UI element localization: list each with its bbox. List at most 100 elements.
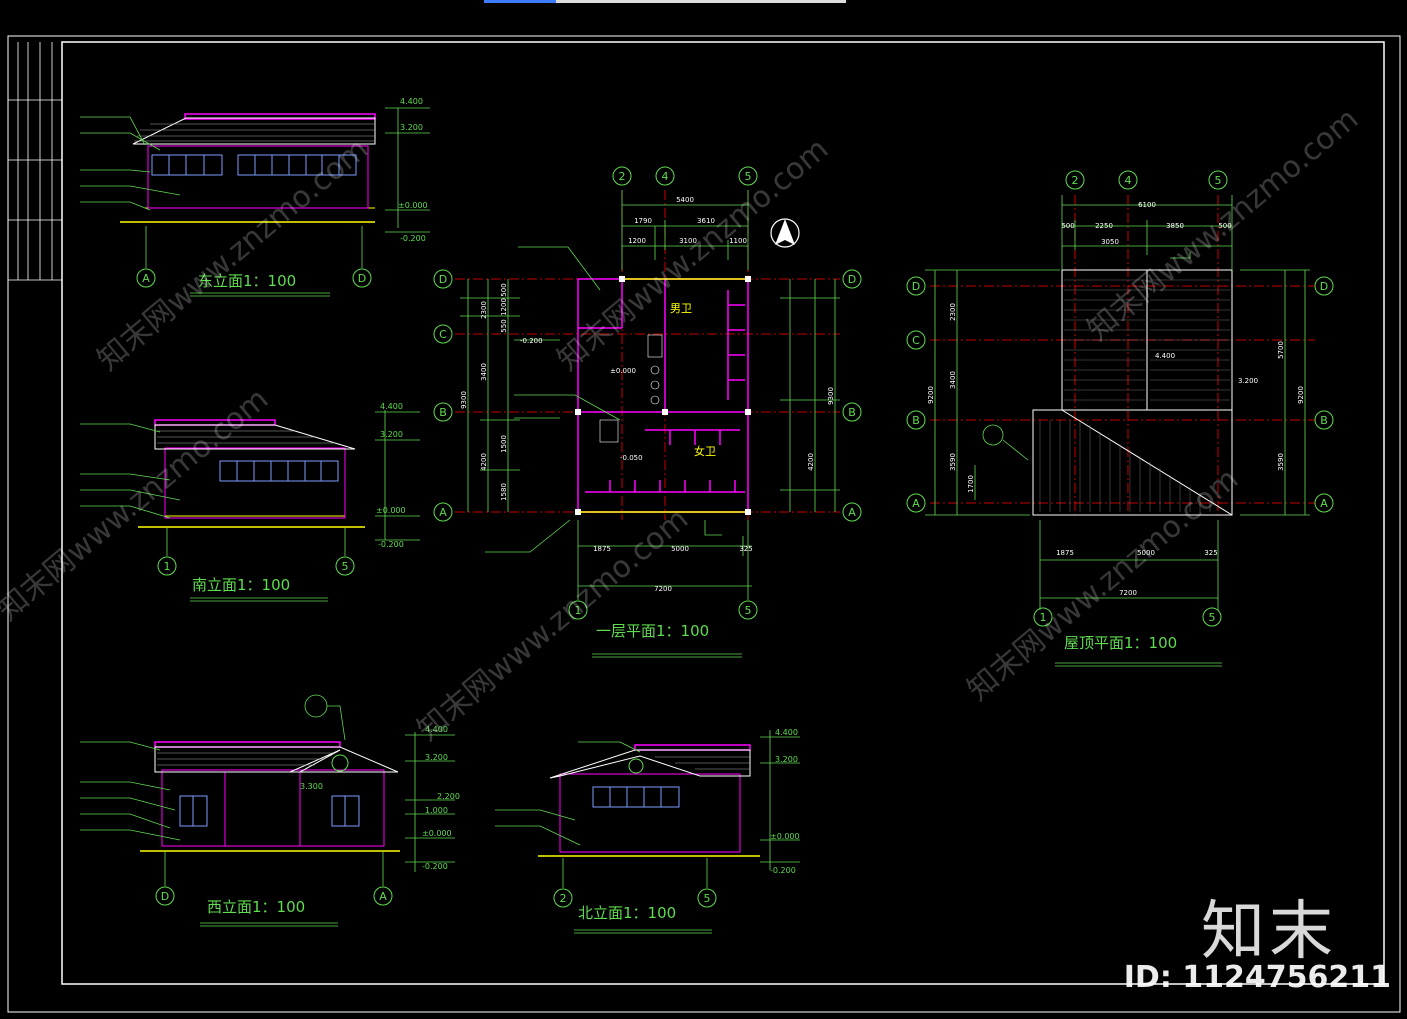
dimension: 3850 bbox=[1166, 222, 1184, 230]
axis-label: A bbox=[848, 506, 856, 519]
dimension: 4200 bbox=[480, 453, 488, 471]
dimension: 1875 bbox=[593, 545, 611, 553]
dimension: 5400 bbox=[676, 196, 694, 204]
roof-plan: 2 4 5 1 5 D C B A D B A 6100 500 2250 38… bbox=[906, 170, 1334, 667]
level-label: 4.400 bbox=[400, 97, 423, 106]
north-elevation: 2 5 4.400 3.200 ±0.000 -0.200 北立面1：100 bbox=[495, 728, 800, 934]
axis-label: D bbox=[358, 272, 366, 285]
axis-label: A bbox=[1320, 497, 1328, 510]
outer-frame bbox=[7, 35, 1401, 1013]
dimension: 5700 bbox=[1277, 341, 1285, 359]
top-bar-accent bbox=[484, 0, 556, 3]
dimension: 3590 bbox=[949, 453, 957, 471]
drawing-title-south: 南立面1：100 bbox=[192, 576, 290, 594]
level-label: 4.400 bbox=[1155, 352, 1175, 360]
axis-label: A bbox=[142, 272, 150, 285]
level-label: 3.300 bbox=[300, 782, 323, 791]
axis-label: 4 bbox=[1125, 174, 1132, 187]
axis-label: 1 bbox=[1040, 611, 1047, 624]
dimension: 7200 bbox=[1119, 589, 1137, 597]
axis-label: 5 bbox=[342, 560, 349, 573]
axis-label: 2 bbox=[1072, 174, 1079, 187]
dimension: 500 bbox=[500, 283, 508, 296]
dimension: 2300 bbox=[949, 303, 957, 321]
level-label: ±0.000 bbox=[422, 829, 452, 838]
drawing-title-roof: 屋顶平面1：100 bbox=[1064, 634, 1177, 652]
dimension: 3590 bbox=[1277, 453, 1285, 471]
level-label: -0.050 bbox=[620, 454, 643, 462]
east-elevation: A D 4.400 3.200 ±0.000 -0.200 东立面1：100 bbox=[80, 97, 430, 297]
dimension: 1790 bbox=[634, 217, 652, 225]
dimension: 550 bbox=[500, 319, 508, 332]
dimension: 3610 bbox=[697, 217, 715, 225]
level-label: 4.400 bbox=[425, 725, 448, 734]
level-label: 3.200 bbox=[400, 123, 423, 132]
level-label: ±0.000 bbox=[770, 832, 800, 841]
axis-label: 4 bbox=[662, 170, 669, 183]
drawing-title-plan1: 一层平面1：100 bbox=[596, 622, 709, 640]
level-label: 4.400 bbox=[775, 728, 798, 737]
level-label: ±0.000 bbox=[398, 201, 428, 210]
dimension: 1580 bbox=[500, 483, 508, 501]
dimension: 1100 bbox=[729, 237, 747, 245]
axis-label: 5 bbox=[745, 170, 752, 183]
dimension: 3400 bbox=[949, 371, 957, 389]
dimension: 1200 bbox=[500, 298, 508, 316]
west-elevation: D A 3.300 4.400 3.200 2.200 1.000 ±0.000… bbox=[80, 694, 460, 927]
level-label: -0.200 bbox=[400, 234, 426, 243]
level-label: ±0.000 bbox=[376, 506, 406, 515]
level-label: 4.400 bbox=[380, 402, 403, 411]
dimension: 325 bbox=[739, 545, 752, 553]
dimension: 9200 bbox=[927, 386, 935, 404]
dimension: 2250 bbox=[1095, 222, 1113, 230]
dimension: 2300 bbox=[480, 301, 488, 319]
axis-label: C bbox=[439, 328, 447, 341]
axis-label: D bbox=[912, 280, 920, 293]
axis-label: D bbox=[1320, 280, 1328, 293]
dimension: 1875 bbox=[1056, 549, 1074, 557]
dimension: 325 bbox=[1204, 549, 1217, 557]
dimension: 5000 bbox=[671, 545, 689, 553]
level-label: ±0.000 bbox=[610, 367, 636, 375]
level-label: 3.200 bbox=[775, 755, 798, 764]
dimension: 9200 bbox=[1297, 386, 1305, 404]
level-label: 3.200 bbox=[1238, 377, 1258, 385]
axis-label: 2 bbox=[619, 170, 626, 183]
image-id: ID: 1124756211 bbox=[1123, 960, 1391, 995]
axis-label: B bbox=[1320, 414, 1328, 427]
axis-label: 2 bbox=[560, 892, 567, 905]
axis-label: 5 bbox=[704, 892, 711, 905]
first-floor-plan: 2 4 5 1 5 D C B A D B A 5400 1790 3610 1… bbox=[433, 166, 862, 658]
dimension: 1500 bbox=[500, 435, 508, 453]
dimension: 3100 bbox=[679, 237, 697, 245]
level-label: 2.200 bbox=[437, 792, 460, 801]
dimension: 1200 bbox=[628, 237, 646, 245]
level-label: 3.200 bbox=[425, 753, 448, 762]
axis-label: D bbox=[161, 890, 169, 903]
axis-label: A bbox=[912, 497, 920, 510]
level-label: -0.200 bbox=[770, 866, 796, 875]
dimension: 1700 bbox=[967, 475, 975, 493]
axis-label: D bbox=[848, 273, 856, 286]
title-strip bbox=[8, 42, 62, 281]
dimension: 5000 bbox=[1137, 549, 1155, 557]
level-label: -0.200 bbox=[422, 862, 448, 871]
axis-label: B bbox=[439, 406, 447, 419]
room-label-female: 女卫 bbox=[694, 444, 716, 458]
dimension: 3050 bbox=[1101, 238, 1119, 246]
brand-watermark: 知末 bbox=[1201, 895, 1337, 969]
top-bar-rest bbox=[556, 0, 846, 3]
level-label: 3.200 bbox=[380, 430, 403, 439]
dimension: 9300 bbox=[460, 391, 468, 409]
level-label: 1.000 bbox=[425, 806, 448, 815]
axis-label: B bbox=[848, 406, 856, 419]
axis-label: C bbox=[912, 334, 920, 347]
dimension: 9300 bbox=[827, 387, 835, 405]
level-label: -0.200 bbox=[520, 337, 543, 345]
dimension: 3400 bbox=[480, 363, 488, 381]
drawing-title-east: 东立面1：100 bbox=[198, 272, 296, 290]
axis-label: 1 bbox=[164, 560, 171, 573]
drawing-title-west: 西立面1：100 bbox=[207, 898, 305, 916]
